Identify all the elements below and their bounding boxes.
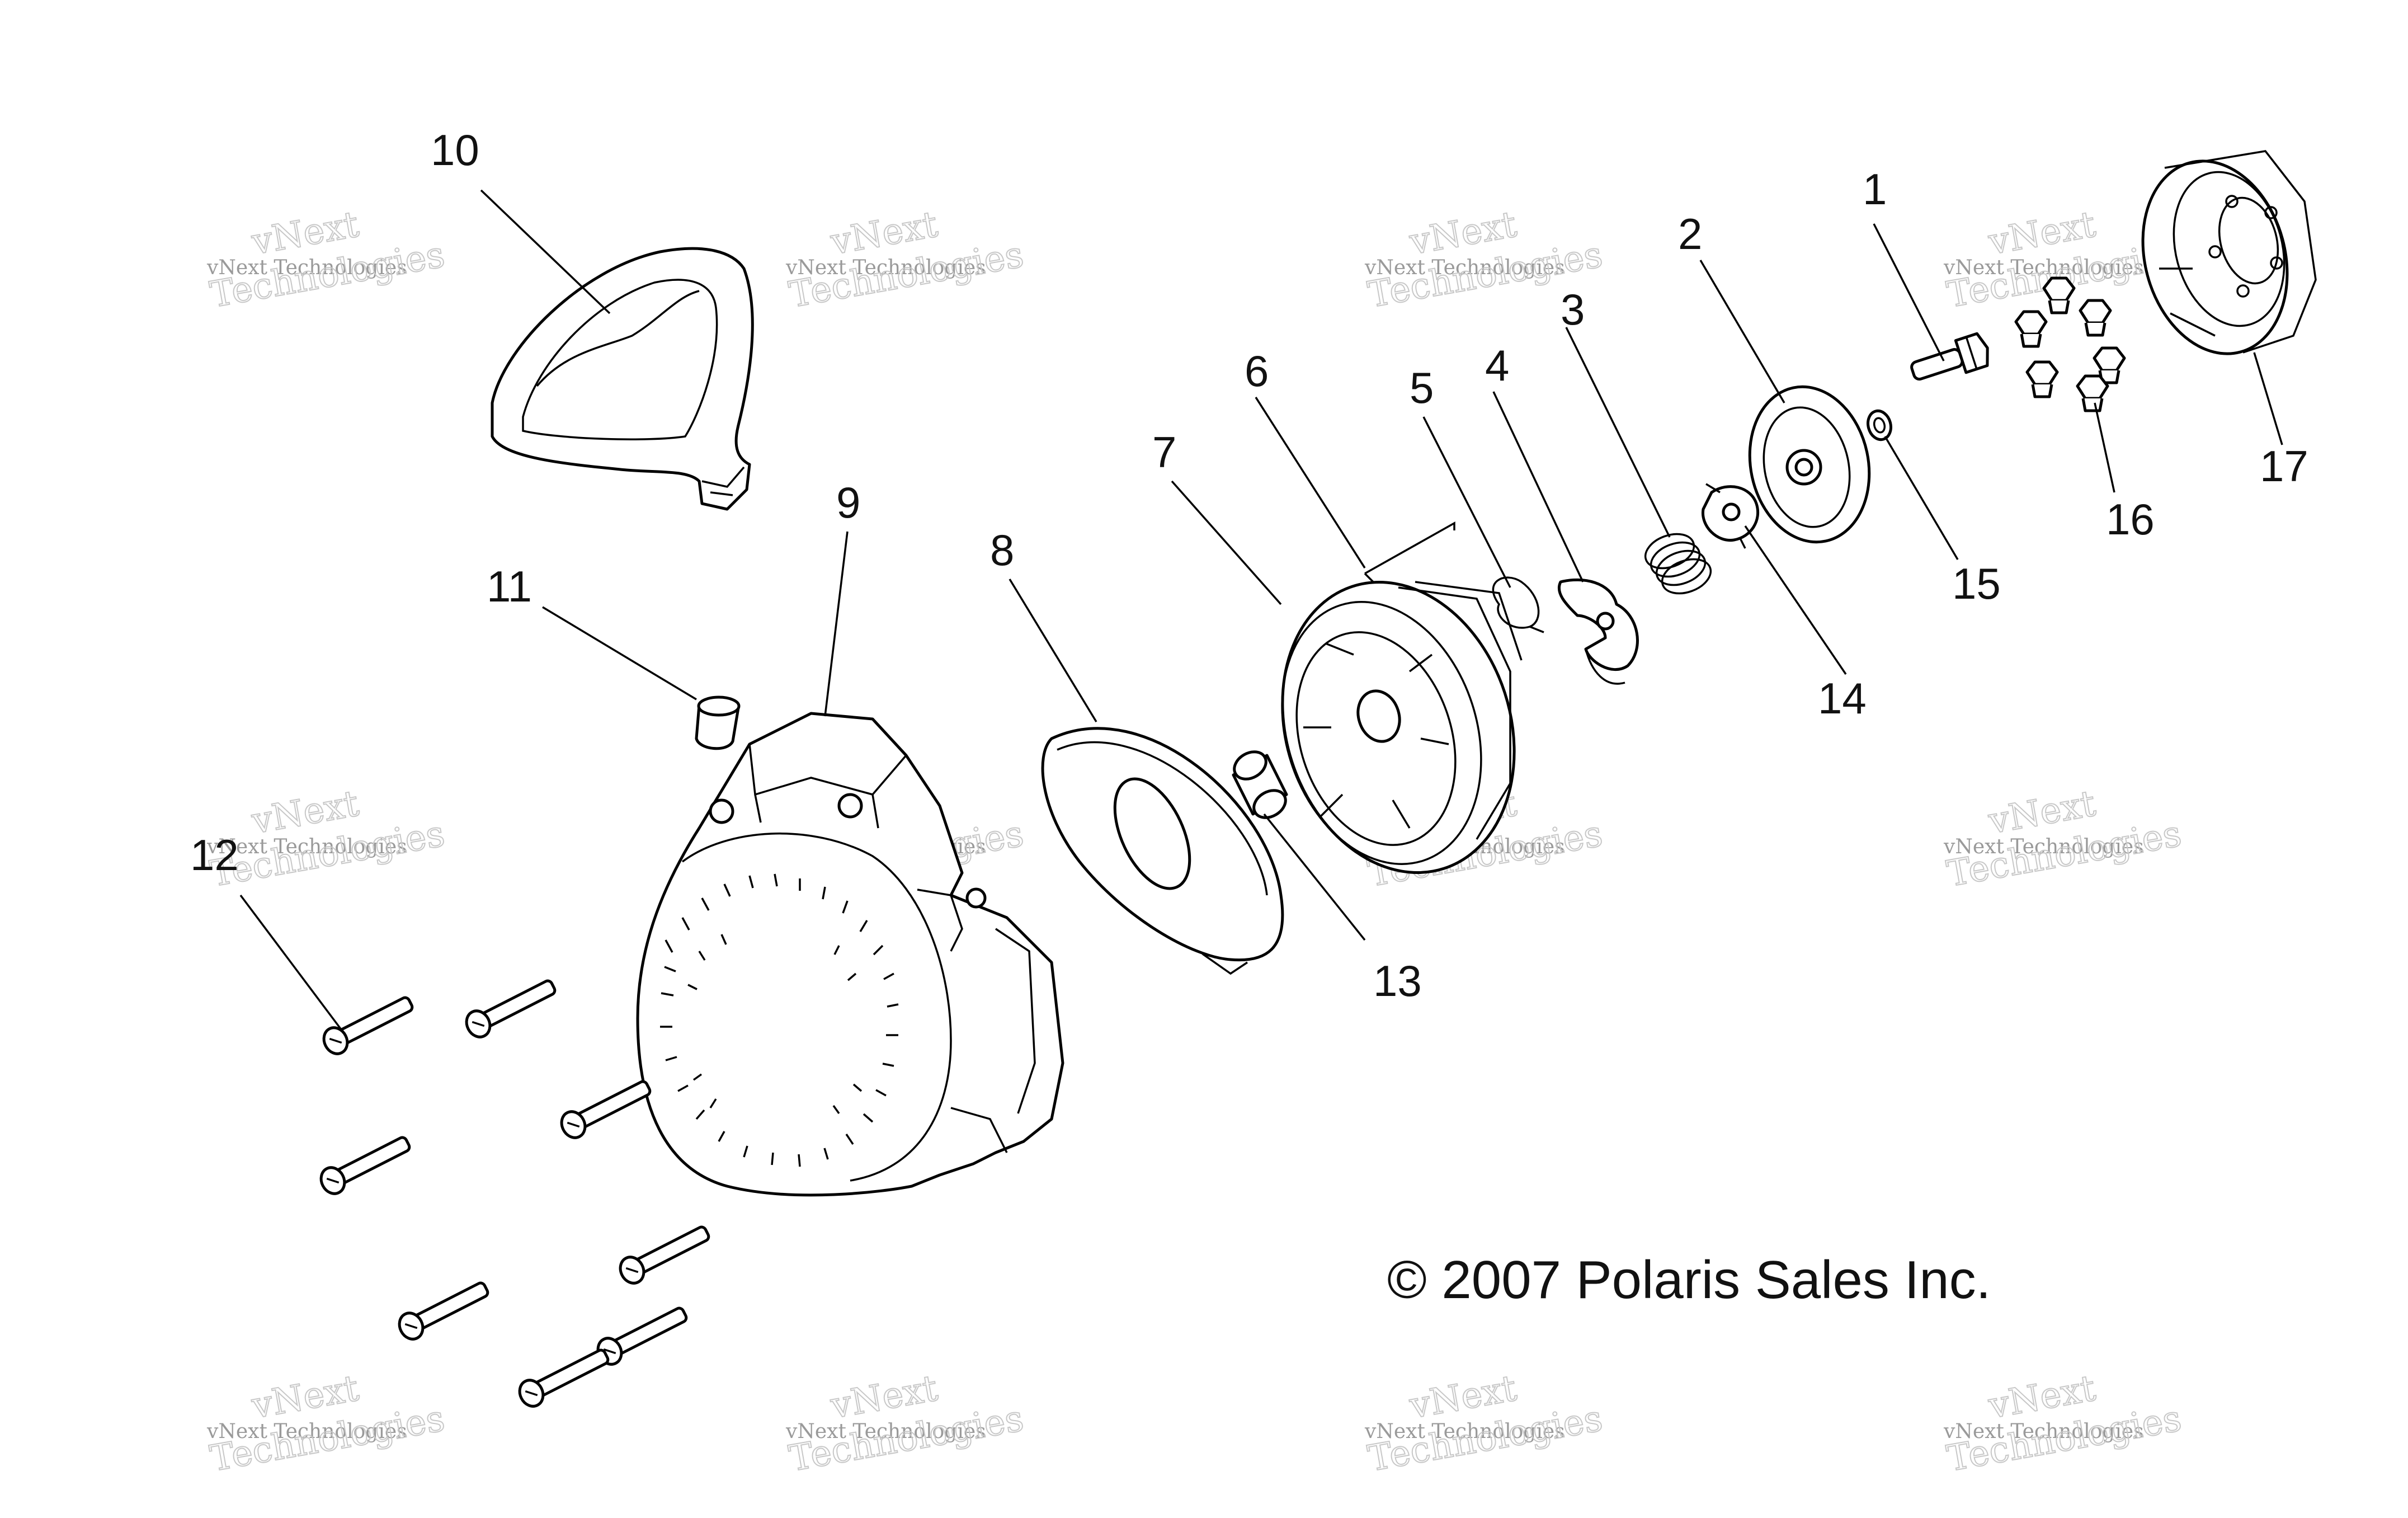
callout-15: 15 [1952,559,2001,608]
screw-icon [398,1281,489,1341]
screw-icon [518,1348,610,1408]
nut-icon [2093,346,2126,384]
pulley-icon [1281,581,1523,874]
svg-text:vNext Technologies: vNext Technologies [206,835,407,858]
screw-group [319,979,710,1408]
nut-icon [2042,276,2076,314]
svg-text:vNext Technologies: vNext Technologies [785,256,986,279]
callout-10: 10 [431,125,479,175]
bolt-icon [1910,332,1989,381]
callout-8: 8 [990,525,1014,575]
plug-icon [695,695,741,750]
screw-icon [319,1136,411,1195]
callout-16: 16 [2106,495,2155,544]
callout-12: 12 [190,830,239,880]
callout-14: 14 [1818,674,1867,723]
callout-6: 6 [1245,346,1269,396]
callout-1: 1 [1863,165,1887,214]
callout-2: 2 [1678,209,1702,259]
retainer-plate-icon [1748,385,1871,544]
nut-icon [2076,374,2109,412]
starter-cup-icon [2141,150,2317,355]
nut-group [2014,276,2126,412]
callout-5: 5 [1410,363,1434,412]
washer-icon [1867,409,1892,441]
callouts: 1 2 3 4 5 6 7 8 9 10 11 12 13 14 15 16 1… [190,125,2308,1005]
svg-text:vNext Technologies: vNext Technologies [206,1420,407,1443]
nut-icon [2079,299,2112,337]
svg-text:vNext Technologies: vNext Technologies [1364,256,1565,279]
callout-9: 9 [836,478,860,527]
callout-11: 11 [487,562,532,611]
bushing-icon [1232,750,1288,819]
spring-icon [1644,533,1712,595]
svg-text:vNext Technologies: vNext Technologies [1943,256,2144,279]
pawl-icon [1557,578,1639,685]
callout-17: 17 [2260,441,2308,491]
handle-icon [491,247,754,511]
nut-icon [2014,310,2048,348]
vent-slots [660,873,899,1167]
svg-text:vNext Technologies: vNext Technologies [206,256,407,279]
screw-icon [560,1080,652,1139]
screw-icon [322,996,414,1055]
svg-text:vNext Technologies: vNext Technologies [1943,1420,2144,1443]
callout-7: 7 [1152,427,1176,477]
nut-icon [2025,360,2059,398]
callout-3: 3 [1561,285,1585,334]
starter-housing-icon [636,712,1064,1197]
screw-icon [619,1225,710,1285]
callout-4: 4 [1485,341,1509,390]
leader-lines [239,189,2283,1031]
rope-icon [1364,521,1455,583]
svg-text:vNext Technologies: vNext Technologies [1943,835,2144,858]
svg-text:vNext Technologies: vNext Technologies [785,1420,986,1443]
recoil-spring-plate-icon [1041,727,1284,975]
pawl-spring-icon [1492,576,1544,633]
svg-text:vNext Technologies: vNext Technologies [1364,1420,1565,1443]
friction-plate-icon [1701,483,1760,549]
callout-13: 13 [1373,956,1422,1005]
screw-icon [465,979,557,1038]
copyright-text: © 2007 Polaris Sales Inc. [1387,1250,1991,1310]
